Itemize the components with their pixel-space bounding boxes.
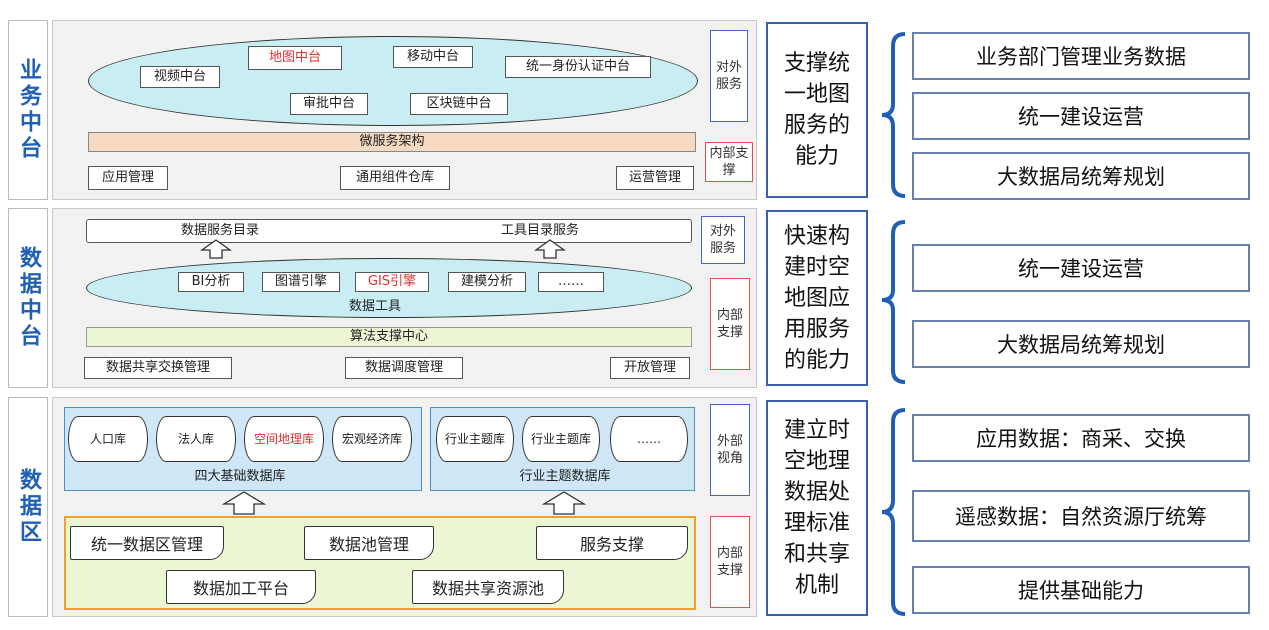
- right-business-1: 业务部门管理业务数据: [912, 32, 1250, 80]
- microservice-bar: 微服务架构: [88, 132, 696, 152]
- unified-data-zone-mgmt: 统一数据区管理: [70, 526, 224, 560]
- platform-identity: 统一身份认证中台: [505, 56, 651, 78]
- tool-catalog-service: 工具目录服务: [500, 223, 579, 238]
- platform-blockchain: 区块链中台: [410, 93, 508, 115]
- data-internal-tag: 内部支撑: [710, 278, 750, 370]
- bracket-icon: [881, 408, 906, 616]
- business-capability: 支撑统一地图服务的能力: [766, 22, 868, 198]
- platform-video: 视频中台: [140, 66, 220, 88]
- app-management: 应用管理: [88, 166, 168, 190]
- db-macro-economy: 宏观经济库: [332, 416, 412, 462]
- db-legal-person: 法人库: [156, 416, 236, 462]
- catalog-bar: [86, 219, 692, 243]
- right-zone-3: 提供基础能力: [912, 566, 1250, 614]
- data-processing-platform: 数据加工平台: [166, 570, 316, 604]
- tool-bi: BI分析: [178, 272, 244, 292]
- platform-map: 地图中台: [248, 46, 342, 70]
- data-pool-mgmt: 数据池管理: [304, 526, 434, 560]
- data-tools-label: 数据工具: [348, 299, 401, 314]
- data-capability: 快速构建时空地图应用服务的能力: [766, 210, 868, 386]
- bracket-icon: [881, 220, 906, 384]
- business-external-tag: 对外服务: [710, 30, 748, 122]
- tool-modeling: 建模分析: [448, 272, 526, 292]
- right-zone-2: 遥感数据：自然资源厅统筹: [912, 490, 1250, 542]
- industry-db-label: 行业主题数据库: [519, 469, 611, 484]
- db-industry-more: ……: [610, 416, 688, 462]
- base-db-label: 四大基础数据库: [194, 469, 286, 484]
- component-repo: 通用组件仓库: [340, 166, 450, 190]
- right-business-3: 大数据局统筹规划: [912, 152, 1250, 200]
- data-platform-title: 数据中台: [8, 208, 48, 388]
- tool-gis: GIS引擎: [355, 272, 429, 292]
- share-exchange-mgmt: 数据共享交换管理: [84, 357, 232, 379]
- db-spatial: 空间地理库: [244, 416, 324, 462]
- tool-graph: 图谱引擎: [262, 272, 340, 292]
- right-data-1: 统一建设运营: [912, 244, 1250, 292]
- data-external-tag: 对外服务: [701, 216, 745, 264]
- platform-mobile: 移动中台: [393, 46, 473, 68]
- open-mgmt: 开放管理: [610, 357, 690, 379]
- platform-approval: 审批中台: [290, 93, 368, 115]
- up-arrow-icon: [199, 239, 233, 259]
- data-service-catalog: 数据服务目录: [180, 223, 259, 238]
- datazone-internal-tag: 内部支撑: [710, 516, 750, 608]
- bracket-icon: [881, 32, 906, 198]
- data-zone-title: 数据区: [8, 397, 48, 617]
- db-industry-2: 行业主题库: [522, 416, 600, 462]
- right-data-2: 大数据局统筹规划: [912, 320, 1250, 368]
- data-share-pool: 数据共享资源池: [412, 570, 564, 604]
- business-internal-tag: 内部支撑: [705, 142, 753, 182]
- service-support: 服务支撑: [536, 526, 688, 560]
- tool-more: ……: [538, 272, 604, 292]
- scheduling-mgmt: 数据调度管理: [345, 357, 463, 379]
- up-arrow-icon: [221, 491, 267, 515]
- db-population: 人口库: [68, 416, 148, 462]
- ops-management: 运营管理: [616, 166, 694, 190]
- datazone-capability: 建立时空地理数据处理标准和共享机制: [766, 400, 868, 616]
- right-business-2: 统一建设运营: [912, 92, 1250, 140]
- datazone-external-tag: 外部视角: [710, 404, 750, 496]
- db-industry-1: 行业主题库: [436, 416, 514, 462]
- business-title: 业务中台: [8, 20, 48, 200]
- algo-center: 算法支撑中心: [86, 327, 692, 347]
- right-zone-1: 应用数据：商采、交换: [912, 414, 1250, 462]
- up-arrow-icon: [541, 491, 587, 515]
- up-arrow-icon: [533, 239, 567, 259]
